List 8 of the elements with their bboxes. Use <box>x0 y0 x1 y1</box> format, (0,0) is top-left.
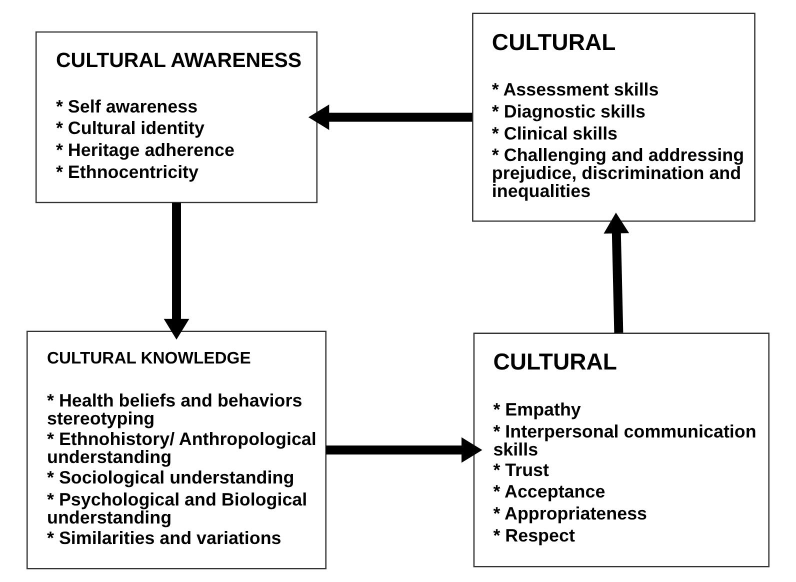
arrow <box>604 212 630 333</box>
node-box: CULTURAL * Assessment skills * Diagnostic skills * Clinical skills * Challenging and addressing prejudice, discrimination and inequalities <box>472 12 756 222</box>
node-box: CULTURAL * Empathy * Interpersonal communication skills * Trust * Acceptance * Appropriateness * Respect <box>473 332 770 568</box>
arrow <box>326 437 482 463</box>
node-box: CULTURAL AWARENESS * Self awareness * Cultural identity * Heritage adherence * Ethnocentricity <box>35 31 318 204</box>
node-box: CULTURAL KNOWLEDGE * Health beliefs and behaviors stereotyping * Ethnohistory/ Anthropological understanding * Sociological understanding * Psychological and Biological understanding * Similarities and variations <box>26 330 327 570</box>
arrow <box>308 104 472 130</box>
arrow <box>164 202 190 340</box>
